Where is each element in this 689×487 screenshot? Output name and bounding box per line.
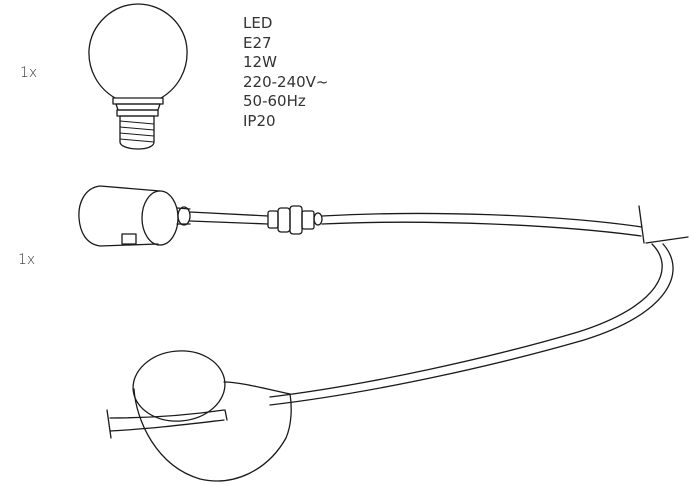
spec-voltage: 220-240V~ <box>243 72 329 91</box>
spec-power: 12W <box>243 53 277 71</box>
spec-frequency: 50-60Hz <box>243 92 306 110</box>
spec-type: LED <box>243 14 273 32</box>
led-bulb-icon <box>88 3 188 150</box>
spec-base: E27 <box>243 33 272 52</box>
cable-quantity-label: 1x <box>18 252 36 268</box>
spec-ip-rating: IP20 <box>243 111 276 130</box>
bulb-quantity-label: 1x <box>20 65 38 81</box>
socket-cable-icon <box>78 185 689 406</box>
canopy-icon <box>106 350 292 482</box>
bulb-spec-list: LED E27 12W 220-240V~ 50-60Hz IP20 <box>243 14 329 131</box>
